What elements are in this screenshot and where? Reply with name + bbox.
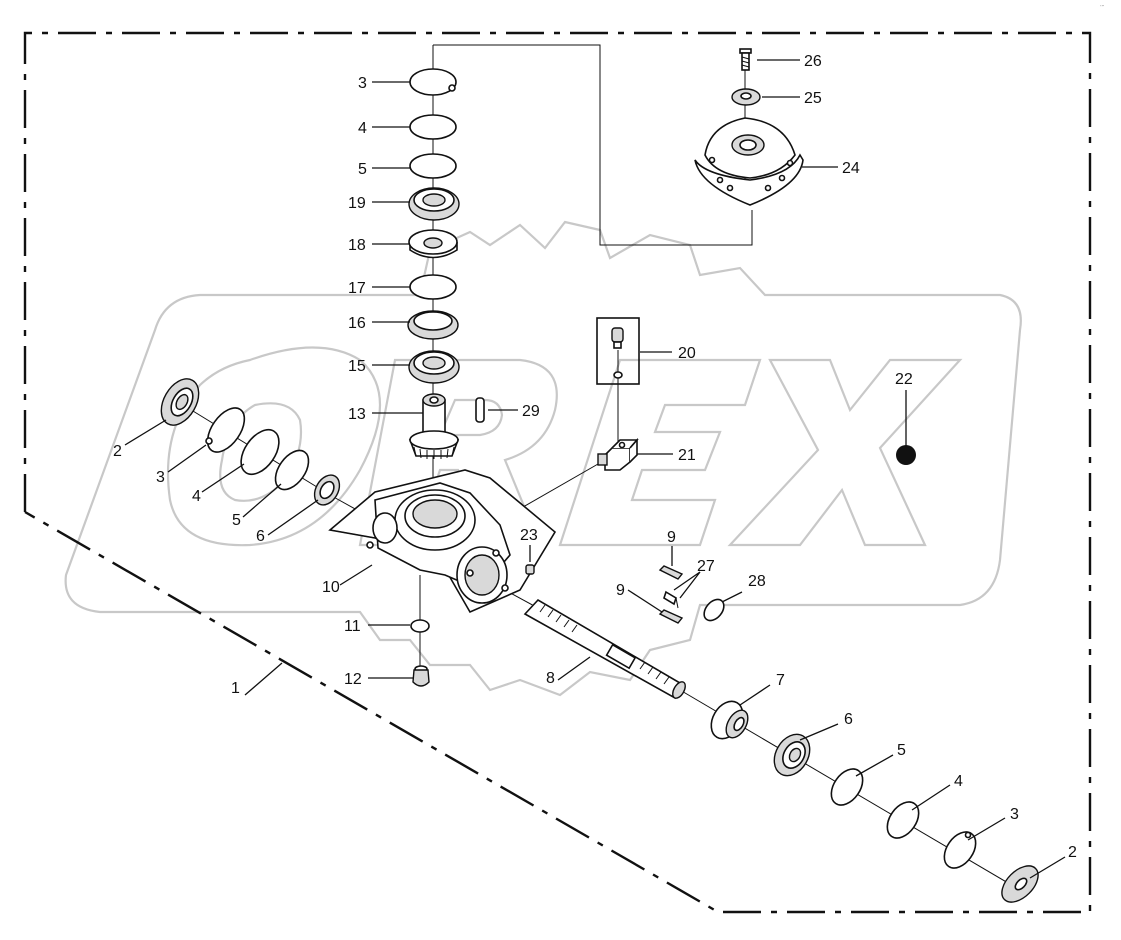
part-23-plug [525, 564, 535, 575]
callout-15: 15 [348, 358, 366, 375]
callout-5-left: 5 [232, 512, 241, 529]
callout-4-right: 4 [954, 773, 963, 790]
part-10-gearbox-housing [328, 469, 557, 614]
part-6-bearing-left [313, 474, 341, 506]
callout-4-top: 4 [358, 120, 367, 137]
callout-23: 23 [520, 527, 538, 544]
callout-1: 1 [231, 680, 240, 697]
part-28-circlip [703, 598, 725, 622]
callout-24: 24 [842, 160, 860, 177]
callout-26: 26 [804, 53, 822, 70]
watermark-letter-x [727, 358, 963, 547]
part-8-shaft [523, 598, 686, 700]
part-21-elbow [597, 437, 639, 471]
callout-5-top: 5 [358, 161, 367, 178]
callout-5-right: 5 [897, 742, 906, 759]
part-2-seal-left [160, 378, 200, 426]
part-27-pin [663, 590, 679, 609]
part-13-pinion-gear [408, 393, 460, 459]
callout-11: 11 [344, 618, 361, 635]
callout-17: 17 [348, 280, 366, 297]
callout-22: 22 [895, 371, 913, 388]
leader-lines [124, 59, 1066, 879]
callout-27: 27 [697, 558, 715, 575]
part-5-shim-top [409, 153, 457, 179]
watermark-gear-outline [64, 220, 1022, 697]
callout-8: 8 [546, 670, 555, 687]
part-7-bevel-gear [710, 700, 749, 740]
part-9-key-lower [658, 609, 684, 624]
callout-10: 10 [322, 579, 340, 596]
part-26-screw [739, 48, 752, 71]
part-17-oring [409, 274, 457, 300]
part-15-bearing [408, 350, 460, 384]
callout-4-left: 4 [192, 488, 201, 505]
callout-13: 13 [348, 406, 366, 423]
part-24-cover [694, 117, 804, 206]
part-2-seal-right [1001, 865, 1039, 903]
assembly-boundary [23, 31, 1092, 914]
part-19-bearing [408, 187, 460, 221]
part-9-key-upper [658, 565, 684, 580]
watermark-logo [64, 220, 1022, 697]
part-4-shim-right [886, 801, 920, 839]
part-4-shim-left [240, 428, 280, 476]
callout-2-left: 2 [113, 443, 122, 460]
part-12-drain-plug [412, 665, 430, 687]
part-6-bearing-right [773, 733, 811, 777]
callout-29: 29 [522, 403, 540, 420]
callout-20: 20 [678, 345, 696, 362]
callout-3-left: 3 [156, 469, 165, 486]
callout-16: 16 [348, 315, 366, 332]
watermark-letter-e [558, 358, 762, 547]
part-20-grease-nipple [611, 327, 624, 379]
part-3-circlip-top [409, 68, 457, 96]
part-22-dot-marker [896, 445, 916, 465]
part-11-oring [410, 619, 430, 633]
corner-mark: ′″ [1100, 4, 1105, 12]
callout-19: 19 [348, 195, 366, 212]
callout-2-right: 2 [1068, 844, 1077, 861]
callout-3-right: 3 [1010, 806, 1019, 823]
part-3-circlip-right [943, 831, 977, 869]
part-18-spacer [408, 229, 458, 259]
callout-28: 28 [748, 573, 766, 590]
callout-25: 25 [804, 90, 822, 107]
callout-12: 12 [344, 671, 362, 688]
callout-18: 18 [348, 237, 366, 254]
part-5-shim-right [830, 768, 864, 806]
part-4-shim-top [409, 114, 457, 140]
callout-9-upper: 9 [667, 529, 676, 546]
callout-3-top: 3 [358, 75, 367, 92]
callout-6-right: 6 [844, 711, 853, 728]
callout-labels: 3 4 5 19 18 17 16 15 13 29 26 25 24 20 2… [113, 53, 1077, 861]
callout-21: 21 [678, 447, 696, 464]
callout-9-lower: 9 [616, 582, 625, 599]
part-29-pin [475, 397, 485, 423]
part-3-circlip-left [205, 407, 246, 453]
callout-6-left: 6 [256, 528, 265, 545]
part-20-grease-nipple-box [596, 317, 640, 385]
part-25-washer [731, 88, 761, 106]
callout-7: 7 [776, 672, 785, 689]
part-16-seal [407, 310, 459, 340]
part-5-shim-left [274, 449, 310, 491]
